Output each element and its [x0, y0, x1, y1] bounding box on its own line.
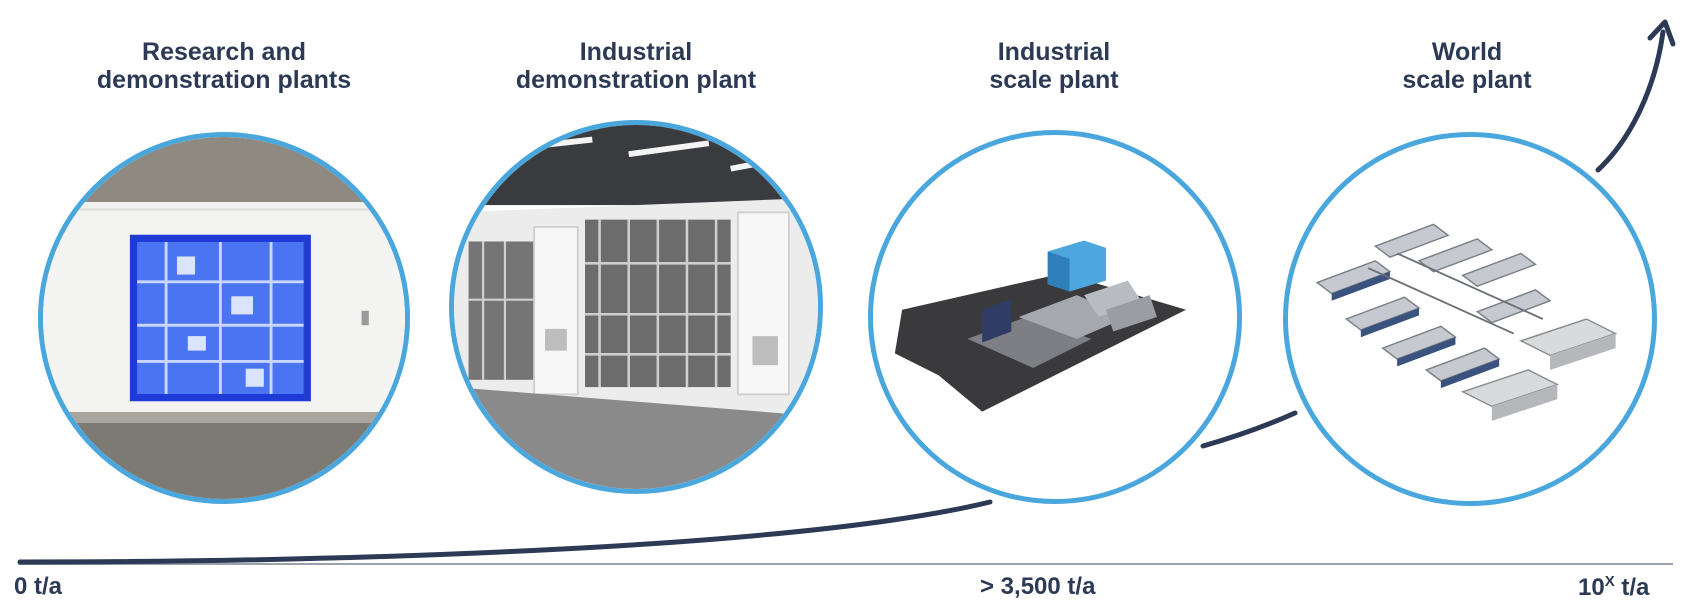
stage-title-industrial-demo: Industrial demonstration plant: [456, 38, 816, 94]
axis-label-end-unit: t/a: [1614, 574, 1650, 601]
stage-title-world-scale: World scale plant: [1287, 38, 1647, 94]
arrow-head-icon: [1647, 19, 1676, 47]
axis-label-end-exponent: X: [1604, 573, 1615, 590]
stage-image-industrial-demo: [449, 120, 823, 494]
growth-curve-segment: [17, 499, 993, 565]
stage-title-line: demonstration plant: [515, 66, 757, 94]
axis-label-end: 10X t/a: [1578, 573, 1649, 602]
stage-title-line: Industrial: [579, 38, 693, 66]
container-lab-icon: [43, 137, 405, 499]
open-container-plant-icon: [454, 125, 818, 489]
stage-title-industrial-scale: Industrial scale plant: [874, 38, 1234, 94]
stage-title-line: scale plant: [1402, 66, 1532, 94]
growth-curve-segment: [1200, 410, 1298, 449]
isometric-plant-icon: [894, 240, 1187, 412]
stage-title-line: World: [1431, 38, 1503, 66]
axis-label-start: 0 t/a: [14, 573, 63, 600]
axis-label-end-base: 10: [1578, 574, 1605, 601]
stage-image-research: [38, 132, 410, 504]
stage-title-line: Industrial: [997, 38, 1111, 66]
stage-title-line: Research and: [142, 38, 306, 66]
stage-title-line: scale plant: [989, 66, 1119, 94]
isometric-multi-plant-icon: [1315, 223, 1618, 421]
stage-title-research: Research and demonstration plants: [44, 38, 404, 94]
stage-image-world-scale: [1283, 132, 1657, 506]
axis-label-mid: > 3,500 t/a: [980, 573, 1096, 600]
stage-image-industrial-scale: [868, 130, 1242, 504]
stage-title-line: demonstration plants: [96, 66, 352, 94]
